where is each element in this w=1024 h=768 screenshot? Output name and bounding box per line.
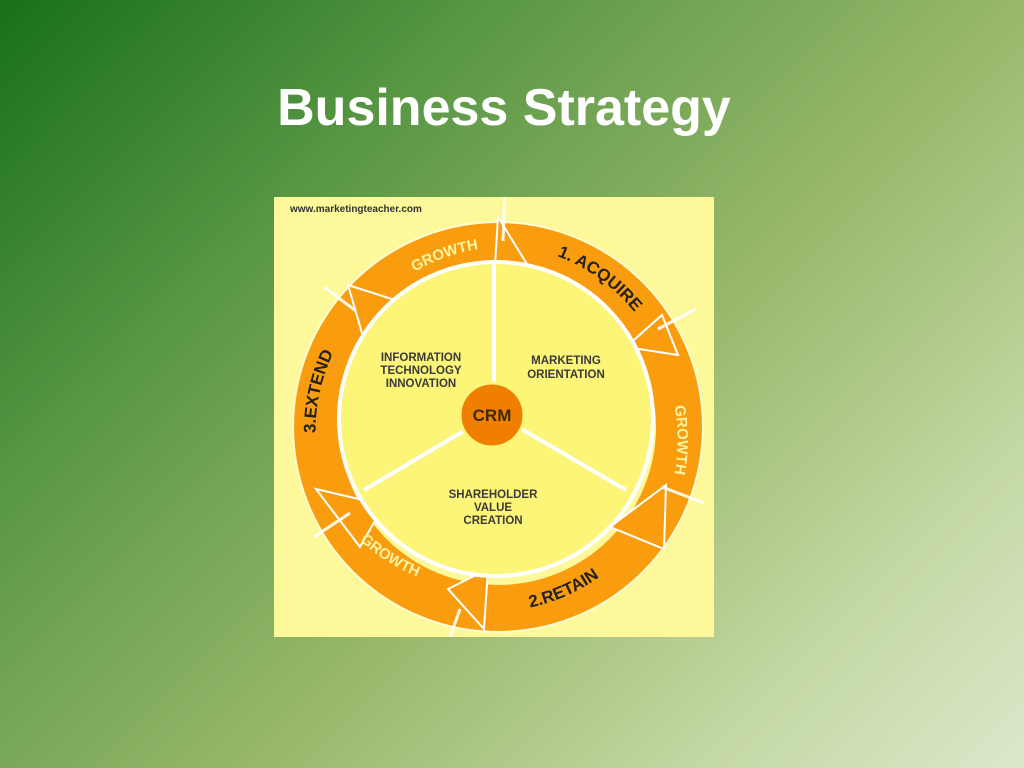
- segment-marketing-line-1: MARKETING: [531, 355, 601, 367]
- segment-shareholder-line-3: CREATION: [463, 515, 522, 527]
- ring-separator: [323, 285, 357, 313]
- segment-shareholder-line-2: VALUE: [474, 502, 512, 514]
- segment-it-line-2: TECHNOLOGY: [380, 365, 461, 377]
- ring-separator: [501, 197, 507, 242]
- crm-diagram: www.marketingteacher.com: [274, 197, 714, 637]
- crm-label: CRM: [473, 406, 512, 425]
- ring-separator: [448, 608, 462, 637]
- crm-cycle-graphic: CRM INFORMATION TECHNOLOGY INNOVATION MA…: [292, 197, 705, 637]
- ring-separator: [313, 511, 351, 539]
- ring-separator: [657, 307, 697, 331]
- arrow-head-lower-right: [607, 482, 668, 551]
- segment-it-line-3: INNOVATION: [386, 378, 457, 390]
- segment-shareholder-line-1: SHAREHOLDER: [449, 489, 539, 501]
- watermark: www.marketingteacher.com: [290, 204, 422, 215]
- segment-it-line-1: INFORMATION: [381, 352, 461, 364]
- segment-marketing-line-2: ORIENTATION: [527, 369, 605, 381]
- ring-separator: [661, 485, 705, 505]
- arrow-head-bottom: [446, 567, 490, 632]
- crm-center: [458, 381, 526, 449]
- slide-title: Business Strategy: [277, 79, 731, 137]
